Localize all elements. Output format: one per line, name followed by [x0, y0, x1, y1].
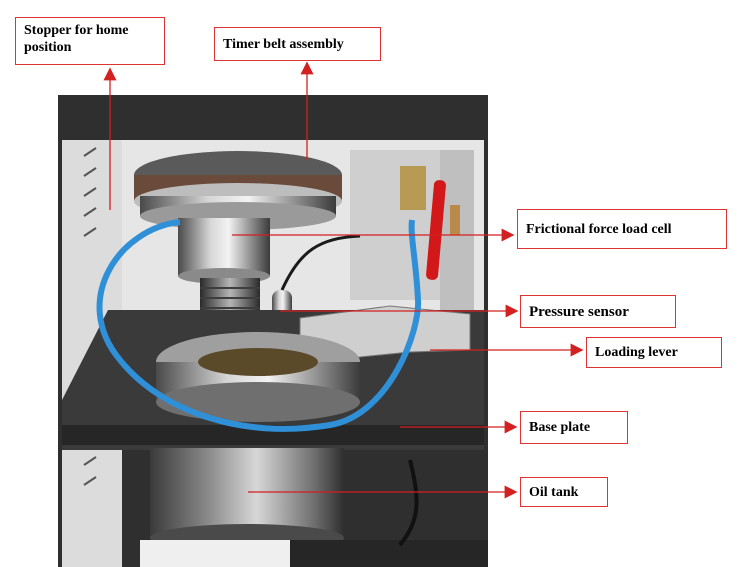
valve-body: [400, 166, 426, 210]
label-timer-belt: Timer belt assembly: [214, 27, 381, 61]
oil-tank-shape: [150, 448, 344, 538]
label-base-plate: Base plate: [520, 411, 628, 444]
label-stopper: Stopper for home position: [15, 17, 165, 65]
label-frictional-force: Frictional force load cell: [517, 209, 727, 249]
label-oil-tank: Oil tank: [520, 477, 608, 507]
load-cell-block: [178, 218, 270, 276]
label-pressure-sensor: Pressure sensor: [520, 295, 676, 328]
label-loading-lever: Loading lever: [586, 337, 722, 368]
blue-hose: [96, 219, 422, 432]
